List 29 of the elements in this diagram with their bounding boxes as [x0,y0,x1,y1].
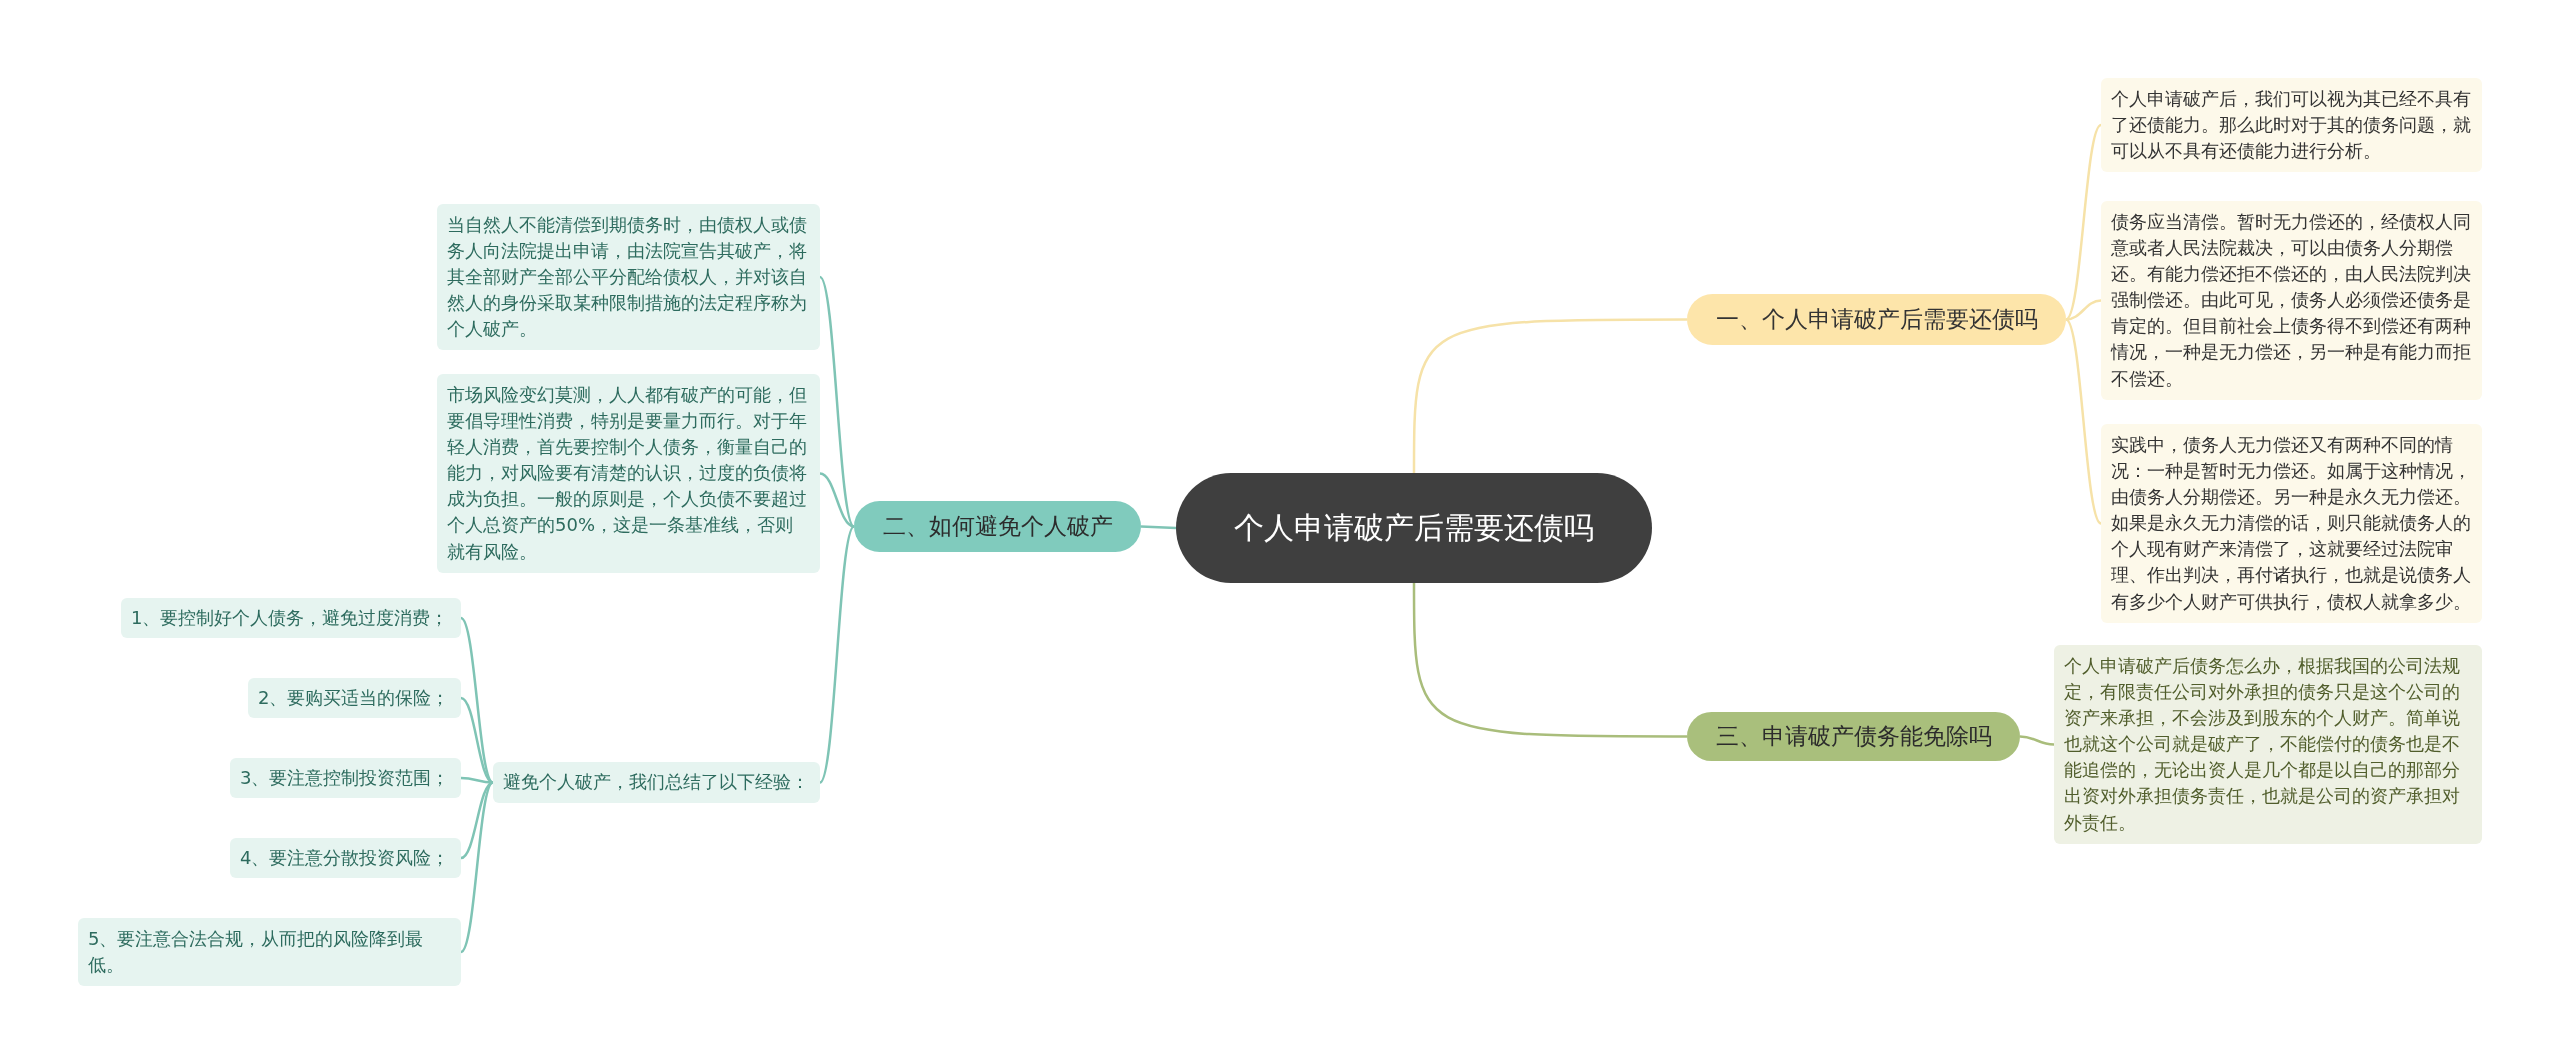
connector-line [1412,318,1687,473]
branch-topic: 一、个人申请破产后需要还债吗 [1687,294,2066,345]
connector-line [819,525,855,784]
note-card: 实践中，债务人无力偿还又有两种不同的情况：一种是暂时无力偿还。如属于这种情况，由债务人分期偿还。另一种是永久无力偿还。如果是永久无力清偿的话，则只能就债务人的个人现有财产来清偿了，这就要经过法院审理、作出判决，再付诸执行，也就是说债务人有多少个人财产可供执行，债权人就拿多少。 [2101,424,2482,623]
connector-line [460,617,494,784]
connector-line [2065,124,2102,321]
note-card: 个人申请破产后债务怎么办，根据我国的公司法规定，有限责任公司对外承担的债务只是这个公司的资产来承担，不会涉及到股东的个人财产。简单说也就这个公司就是破产了，不能偿付的债务也是不能追偿的，无论出资人是几个都是以自己的那部分出资对外承担债务责任，也就是公司的资产承担对外责任。 [2054,645,2482,844]
connector-line [819,276,855,528]
connector-line [819,472,855,528]
note-card: 个人申请破产后，我们可以视为其已经不具有了还债能力。那么此时对于其的债务问题，就可以从不具有还债能力进行分析。 [2101,78,2482,173]
connector-line [1140,525,1177,530]
branch-topic: 二、如何避免个人破产 [854,501,1141,552]
connector-line [1412,583,1687,738]
connector-line [2065,318,2102,525]
note-card: 3、要注意控制投资范围； [230,758,461,798]
note-card: 当自然人不能清偿到期债务时，由债权人或债务人向法院提出申请，由法院宣告其破产，将其全部财产全部公平分配给债权人，并对该自然人的身份采取某种限制措施的法定程序称为个人破产。 [437,204,820,351]
note-card: 4、要注意分散投资风险； [230,838,461,878]
connector-line [2019,735,2055,746]
note-card: 5、要注意合法合规，从而把的风险降到最低。 [78,918,461,987]
note-card: 1、要控制好个人债务，避免过度消费； [121,598,461,638]
branch-topic: 三、申请破产债务能免除吗 [1687,712,2020,761]
note-card: 避免个人破产，我们总结了以下经验： [493,762,820,803]
connector-line [2065,299,2102,321]
note-card: 2、要购买适当的保险； [248,678,461,718]
note-card: 债务应当清偿。暂时无力偿还的，经债权人同意或者人民法院裁决，可以由债务人分期偿还。有能力偿还拒不偿还的，由人民法院判决强制偿还。由此可见，债务人必须偿还债务是肯定的。但目前社会上债务得不到偿还有两种情况，一种是无力偿还，另一种是有能力而拒不偿还。 [2101,201,2482,400]
central-topic: 个人申请破产后需要还债吗 [1176,473,1652,583]
connector-line [460,781,494,953]
connector-line [460,781,494,860]
note-card: 市场风险变幻莫测，人人都有破产的可能，但要倡导理性消费，特别是要量力而行。对于年轻人消费，首先要控制个人债务，衡量自己的能力，对风险要有清楚的认识，过度的负债将成为负担。一般的原则是，个人负债不要超过个人总资产的50%，这是一条基准线，否则就有风险。 [437,374,820,573]
